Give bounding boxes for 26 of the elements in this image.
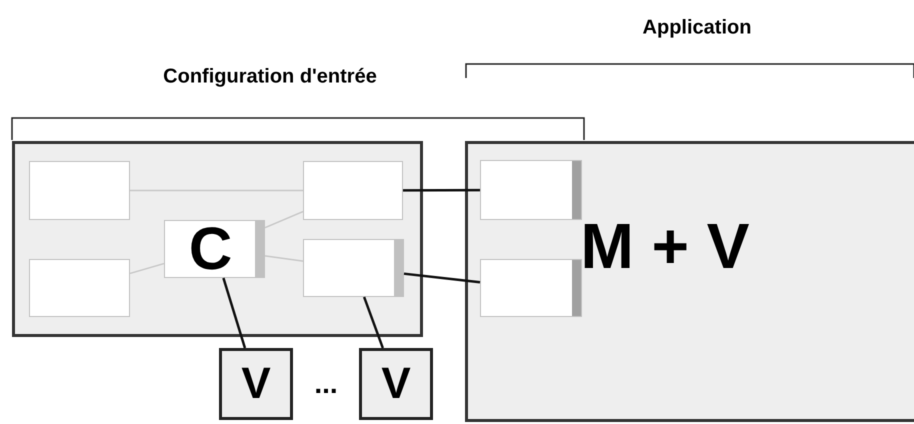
view-box bbox=[219, 348, 293, 420]
connector-line bbox=[130, 190, 303, 192]
component-box bbox=[164, 220, 265, 278]
ellipsis: ... bbox=[314, 368, 338, 400]
empty-box bbox=[29, 161, 130, 220]
panel bbox=[465, 141, 914, 422]
connector-line bbox=[264, 210, 304, 228]
connector-line bbox=[222, 278, 246, 348]
empty-box bbox=[303, 239, 404, 297]
empty-box bbox=[12, 141, 423, 337]
section-label: Application bbox=[642, 16, 752, 40]
empty-box bbox=[303, 161, 403, 220]
node-label: M + V bbox=[580, 214, 750, 278]
connector-line bbox=[264, 255, 304, 262]
connector-line bbox=[362, 296, 384, 348]
node-label: V bbox=[241, 362, 271, 406]
view-box bbox=[359, 348, 433, 420]
node-label: C bbox=[188, 219, 232, 279]
empty-box bbox=[480, 259, 582, 317]
node-label: V bbox=[381, 362, 411, 406]
connector-line bbox=[130, 262, 164, 274]
connector-line bbox=[404, 272, 480, 284]
section-label: Configuration d'entrée bbox=[163, 66, 377, 88]
connector-line bbox=[403, 188, 480, 192]
empty-box bbox=[480, 160, 582, 220]
empty-box bbox=[29, 259, 130, 317]
